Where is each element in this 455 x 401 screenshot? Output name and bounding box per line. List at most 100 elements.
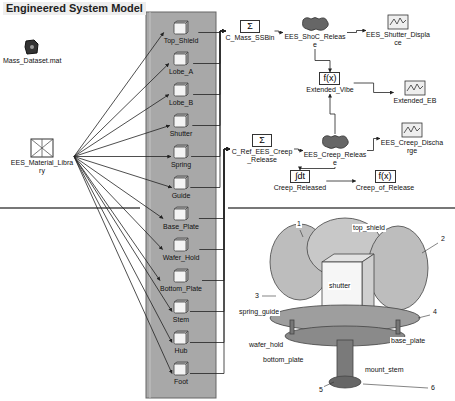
component-block-icon xyxy=(172,361,190,377)
subsystem-icon xyxy=(320,134,350,150)
component-block: Guide xyxy=(172,175,191,200)
block-label: EES_Material_Library xyxy=(10,159,74,175)
signal-line xyxy=(354,83,394,93)
post xyxy=(290,320,294,334)
part-label: mount_stem xyxy=(364,366,405,374)
block-label: Extended_Vibe xyxy=(306,86,353,94)
signal-line xyxy=(192,31,225,126)
component-block-icon xyxy=(172,268,190,284)
part-label: bottom_plate xyxy=(262,356,304,364)
signal-line xyxy=(74,64,169,157)
block-label: Lobe_B xyxy=(169,99,193,107)
scope-icon xyxy=(404,80,426,96)
data-file-icon xyxy=(22,38,42,56)
component-block-icon xyxy=(172,299,190,315)
operator-block: f(x) Extended_Vibe xyxy=(306,72,353,94)
operator-symbol-box: ∫dt xyxy=(290,170,310,183)
component-block: Lobe_A xyxy=(169,51,193,76)
block-label: EES_Shutter_Displace xyxy=(366,31,430,47)
signal-line xyxy=(74,157,172,343)
component-block-icon xyxy=(172,330,190,346)
operator-symbol: Σ xyxy=(259,135,265,145)
component-block-icon xyxy=(172,175,190,191)
component-block: Foot xyxy=(172,361,190,386)
library-block: EES_Material_Library xyxy=(10,138,74,175)
component-block-icon xyxy=(172,51,190,67)
component-block-icon xyxy=(172,144,190,160)
operator-symbol: f(x) xyxy=(379,171,392,181)
lobe-shape xyxy=(368,226,428,310)
signal-line xyxy=(74,95,169,157)
callout-number: 2 xyxy=(440,235,446,243)
component-block-icon xyxy=(172,20,190,36)
signal-line xyxy=(74,157,163,219)
part-label: top_shield xyxy=(352,224,386,232)
block-label: Hub xyxy=(175,347,188,355)
signal-line xyxy=(74,157,172,312)
block-label: Top_Shield xyxy=(164,37,199,45)
component-block-icon xyxy=(172,113,190,129)
scope-icon xyxy=(387,14,409,30)
diagram-title: Engineered System Model xyxy=(3,2,146,15)
operator-symbol: ∫dt xyxy=(295,171,305,181)
callout-number: 5 xyxy=(318,386,324,394)
callout-number: 1 xyxy=(296,220,302,228)
band-edge xyxy=(150,12,151,398)
block-label: Creep_of_Release xyxy=(356,184,414,192)
operator-symbol: Σ xyxy=(247,21,253,31)
signal-line xyxy=(74,157,172,374)
component-block-icon xyxy=(172,82,190,98)
leader-line xyxy=(363,384,428,388)
block-label: Wafer_Hold xyxy=(163,254,200,262)
component-block: Top_Shield xyxy=(164,20,199,45)
signal-line xyxy=(294,149,303,151)
block-label: Guide xyxy=(172,192,191,200)
block-label: Bottom_Plate xyxy=(160,285,202,293)
signal-line xyxy=(275,31,284,33)
signal-line xyxy=(190,31,225,188)
post xyxy=(396,320,400,334)
signal-line xyxy=(347,31,366,33)
block-label: Creep_Released xyxy=(274,184,327,192)
signal-line xyxy=(326,181,356,182)
component-block: Base_Plate xyxy=(163,206,199,231)
operator-block: ∫dtCreep_Released xyxy=(274,170,327,192)
component-block: Wafer_Hold xyxy=(163,237,200,262)
component-block: Spring xyxy=(171,144,191,169)
component-block: Hub xyxy=(172,330,190,355)
scope-icon xyxy=(401,122,423,138)
scope-block: EES_Creep_Discharge xyxy=(380,122,444,155)
leader-lines xyxy=(262,230,438,388)
data-file: Mass_Dataset.mat xyxy=(3,38,61,65)
operator-symbol-box: f(x) xyxy=(319,72,340,85)
signal-line xyxy=(74,157,163,250)
signal-line xyxy=(74,156,171,157)
signal-line xyxy=(199,149,230,250)
subsystem-block: EES_Creep_Release xyxy=(303,134,367,167)
callout-number: 3 xyxy=(254,292,260,300)
component-block: Shutter xyxy=(170,113,193,138)
signal-line xyxy=(199,149,230,219)
leader-line xyxy=(300,230,303,237)
signal-line xyxy=(74,33,164,157)
component-block: Stem xyxy=(172,299,190,324)
scope-block: Extended_EB xyxy=(394,80,437,105)
signal-line xyxy=(367,139,380,151)
block-label: Base_Plate xyxy=(163,223,199,231)
part-label: wafer_hold xyxy=(248,341,284,349)
component-block: Bottom_Plate xyxy=(160,268,202,293)
block-label: Lobe_A xyxy=(169,68,193,76)
signal-line xyxy=(74,126,170,157)
block-label: EES_Creep_Discharge xyxy=(380,139,444,155)
block-label: EES_Creep_Release xyxy=(303,151,367,167)
block-label: Foot xyxy=(174,378,188,386)
subsystem-icon xyxy=(300,16,330,32)
component-block-icon xyxy=(172,206,190,222)
signal-line xyxy=(202,149,230,281)
block-label: C_Ref_EES_Creep_Release xyxy=(230,148,294,164)
callout-number: 6 xyxy=(430,384,436,392)
block-label: Mass_Dataset.mat xyxy=(3,57,61,65)
leader-line xyxy=(262,296,276,297)
operator-symbol: f(x) xyxy=(323,73,336,83)
